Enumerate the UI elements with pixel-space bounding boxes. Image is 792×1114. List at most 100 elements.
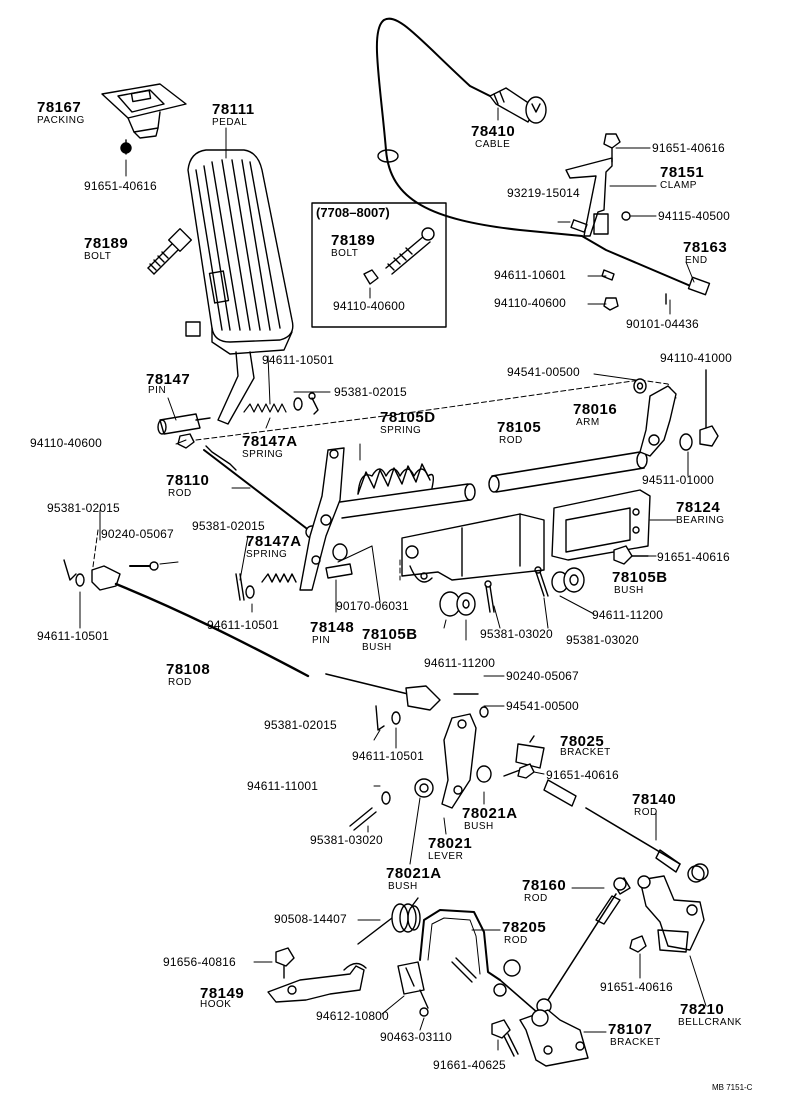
label-variant-group: (7708–8007) — [316, 205, 390, 220]
label-94611-11200-a: 94611-11200 — [592, 608, 664, 622]
label-bush-a: BUSH — [614, 585, 644, 596]
label-bolt-a: BOLT — [84, 251, 112, 262]
label-rod-b: ROD — [168, 488, 192, 499]
label-90508-14407: 90508-14407 — [274, 912, 347, 926]
label-spring-b: SPRING — [242, 449, 284, 460]
label-95381-02015-b: 95381-02015 — [47, 501, 120, 515]
label-94611-10601: 94611-10601 — [494, 268, 567, 282]
label-78108: 78108 — [166, 661, 211, 678]
label-94611-11200-b: 94611-11200 — [424, 656, 496, 670]
diagram-reference-code: MB 7151-C — [712, 1083, 753, 1092]
clip-part — [398, 962, 428, 1016]
label-78147: 78147 — [146, 371, 191, 388]
label-93219-15014: 93219-15014 — [507, 186, 580, 200]
label-bellcrank: BELLCRANK — [678, 1017, 742, 1028]
leader-lines — [80, 108, 706, 1050]
label-spring-a: SPRING — [380, 425, 422, 436]
label-78110: 78110 — [166, 472, 210, 489]
lever-78021-part — [350, 714, 491, 830]
label-78025: 78025 — [560, 733, 605, 750]
label-91661-40625: 91661-40625 — [433, 1058, 506, 1072]
reference-lines — [92, 380, 676, 580]
label-78111: 78111 — [212, 101, 255, 118]
label-bracket-a: BRACKET — [560, 747, 611, 758]
label-90463-03110: 90463-03110 — [380, 1030, 453, 1044]
bolt-part — [148, 229, 191, 274]
label-78149: 78149 — [200, 985, 245, 1002]
label-lever: LEVER — [428, 851, 464, 862]
label-94611-10501-c: 94611-10501 — [37, 629, 110, 643]
label-78189-a: 78189 — [84, 235, 129, 252]
label-94541-00500-b: 94541-00500 — [506, 699, 579, 713]
label-packing: PACKING — [37, 115, 85, 126]
spring-78105D-part — [358, 464, 433, 494]
label-rod-a: ROD — [499, 435, 523, 446]
label-78151: 78151 — [660, 164, 705, 181]
label-pin-a: PIN — [148, 385, 167, 396]
bracket-78025-part — [504, 736, 704, 882]
label-94611-10501-a: 94611-10501 — [262, 353, 335, 367]
label-78021: 78021 — [428, 835, 473, 852]
label-94611-11001: 94611-11001 — [247, 779, 319, 793]
bracket-78107-part — [492, 1010, 588, 1066]
rod-78205-part — [420, 910, 546, 1020]
label-91651-40616-e: 91651-40616 — [600, 980, 673, 994]
label-bush-b: BUSH — [362, 642, 392, 653]
label-78410: 78410 — [471, 123, 516, 140]
label-94541-00500-a: 94541-00500 — [507, 365, 580, 379]
label-95381-03020-b: 95381-03020 — [566, 633, 639, 647]
label-78105B-b: 78105B — [362, 626, 418, 643]
label-78107: 78107 — [608, 1021, 653, 1038]
label-78105: 78105 — [497, 419, 542, 436]
label-95381-03020-c: 95381-03020 — [310, 833, 383, 847]
label-78210: 78210 — [680, 1001, 725, 1018]
label-94110-41000: 94110-41000 — [660, 351, 733, 365]
label-78105B-a: 78105B — [612, 569, 668, 586]
label-78016: 78016 — [573, 401, 618, 418]
label-94110-40600-a: 94110-40600 — [333, 299, 406, 313]
label-cable: CABLE — [475, 139, 511, 150]
label-pin-b: PIN — [312, 635, 331, 646]
label-bolt-b: BOLT — [331, 248, 359, 259]
label-95381-02015-d: 95381-02015 — [264, 718, 337, 732]
variant-group-box — [312, 203, 446, 327]
label-bush-c: BUSH — [464, 821, 494, 832]
spring-90508-part — [358, 898, 420, 944]
label-95381-03020-a: 95381-03020 — [480, 627, 553, 641]
label-94110-40600-b: 94110-40600 — [494, 296, 567, 310]
label-91656-40816: 91656-40816 — [163, 955, 236, 969]
label-spring-c: SPRING — [246, 549, 288, 560]
label-91651-40616-b: 91651-40616 — [652, 141, 725, 155]
label-78167: 78167 — [37, 99, 82, 116]
cable-part — [377, 19, 700, 290]
label-91651-40616-d: 91651-40616 — [546, 768, 619, 782]
label-78147A-b: 78147A — [246, 533, 302, 550]
pedal-part — [186, 150, 293, 424]
label-bracket-b: BRACKET — [610, 1037, 661, 1048]
label-78021A-a: 78021A — [462, 805, 518, 822]
label-95381-02015-c: 95381-02015 — [192, 519, 265, 533]
label-91651-40616-a: 91651-40616 — [84, 179, 157, 193]
arm-78016-part — [634, 370, 718, 456]
label-pedal: PEDAL — [212, 117, 248, 128]
label-90240-05067-a: 90240-05067 — [101, 527, 174, 541]
label-78189-b: 78189 — [331, 232, 376, 249]
label-78021A-b: 78021A — [386, 865, 442, 882]
bush-pair-left-part — [440, 581, 494, 616]
label-94511-01000: 94511-01000 — [642, 473, 715, 487]
label-end: END — [685, 255, 708, 266]
label-78160: 78160 — [522, 877, 567, 894]
bearing-part — [402, 490, 650, 582]
label-91651-40616-c: 91651-40616 — [657, 550, 730, 564]
pin-spring-part — [158, 393, 318, 448]
bush-pair-right-part — [535, 567, 584, 596]
label-78105D: 78105D — [380, 409, 436, 426]
label-90170-06031: 90170-06031 — [336, 599, 409, 613]
packing-part — [102, 84, 186, 154]
label-94612-10800: 94612-10800 — [316, 1009, 389, 1023]
label-78148: 78148 — [310, 619, 355, 636]
hook-78149-part — [268, 948, 366, 1002]
label-94110-40600-c: 94110-40600 — [30, 436, 103, 450]
label-78163: 78163 — [683, 239, 728, 256]
